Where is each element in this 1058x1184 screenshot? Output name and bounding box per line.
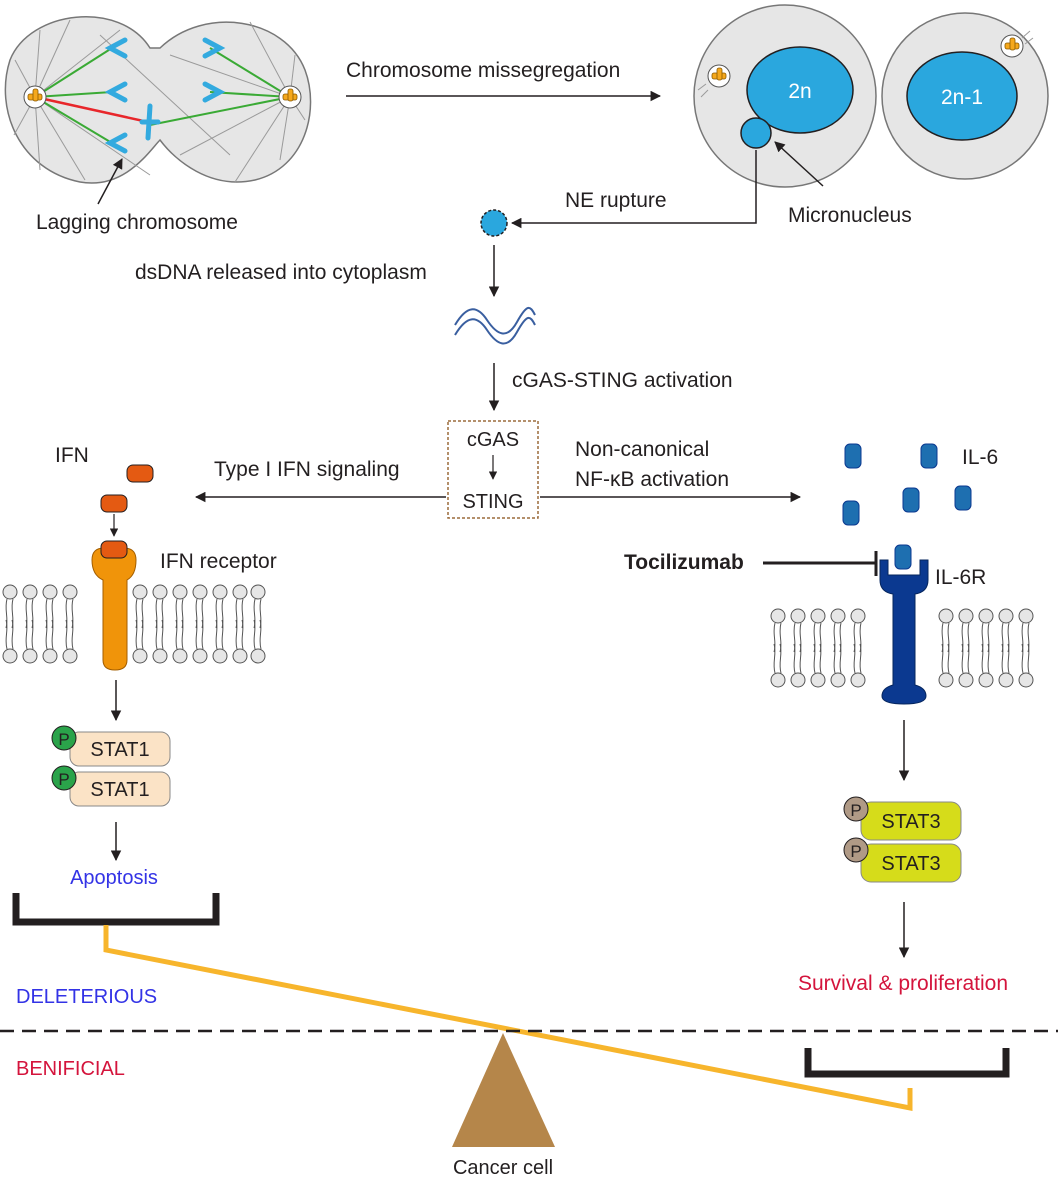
stat1-label: STAT1 [90, 739, 149, 761]
noncanonical-label: Non-canonical [575, 438, 709, 461]
chromosome-missegregation-label: Chromosome missegregation [346, 59, 620, 82]
nfkb-activation-label: NF-κB activation [575, 468, 729, 491]
stat1-dimer: STAT1 P STAT1 P [51, 725, 171, 807]
phospho-label: P [58, 770, 69, 789]
stat3-label: STAT3 [881, 811, 940, 833]
il6-molecules [842, 443, 972, 526]
lagging-chromosome-label: Lagging chromosome [36, 211, 238, 234]
il6-label: IL-6 [962, 446, 998, 469]
stat3-label: STAT3 [881, 853, 940, 875]
cgas-sting-box [447, 420, 539, 519]
daughter-cell-2n: 2n [693, 4, 877, 188]
dividing-cell [4, 16, 312, 184]
nucleus-2n-label: 2n [788, 80, 811, 103]
balance-scale-icon [12, 893, 1010, 1147]
tocilizumab-label: Tocilizumab [624, 551, 744, 574]
type1-ifn-signaling-label: Type I IFN signaling [214, 458, 400, 481]
sting-label: STING [462, 491, 523, 513]
dsdna-icon [454, 307, 536, 345]
micronucleus-icon [740, 117, 772, 149]
phospho-label: P [850, 842, 861, 861]
micronucleus-label: Micronucleus [788, 204, 912, 227]
stat3-dimer: STAT3 P STAT3 P [843, 796, 962, 883]
phospho-label: P [850, 801, 861, 820]
cgas-sting-activation-label: cGAS-STING activation [512, 369, 733, 392]
ifn-label: IFN [55, 444, 89, 467]
cancer-cell-label: Cancer cell [453, 1157, 553, 1179]
apoptosis-label: Apoptosis [70, 867, 158, 889]
ifn-molecule [100, 494, 128, 513]
beneficial-label: BENIFICIAL [16, 1058, 125, 1080]
phospho-label: P [58, 730, 69, 749]
ifn-receptor-label: IFN receptor [160, 550, 277, 573]
nucleus-2n-1-label: 2n-1 [941, 86, 983, 109]
ifn-molecule [126, 464, 154, 483]
daughter-cell-2n-1: 2n-1 [881, 12, 1049, 180]
cgas-label: cGAS [467, 429, 519, 451]
survival-proliferation-label: Survival & proliferation [798, 972, 1008, 995]
stat1-label: STAT1 [90, 779, 149, 801]
left-membrane-icon [2, 584, 266, 664]
il6r-label: IL-6R [935, 566, 986, 589]
il6r-icon [879, 544, 929, 705]
ifn-receptor-icon [91, 540, 137, 671]
ne-rupture-label: NE rupture [565, 189, 667, 212]
deleterious-label: DELETERIOUS [16, 986, 157, 1008]
ruptured-micronucleus-icon [480, 209, 508, 237]
dsdna-released-label: dsDNA released into cytoplasm [135, 261, 427, 284]
